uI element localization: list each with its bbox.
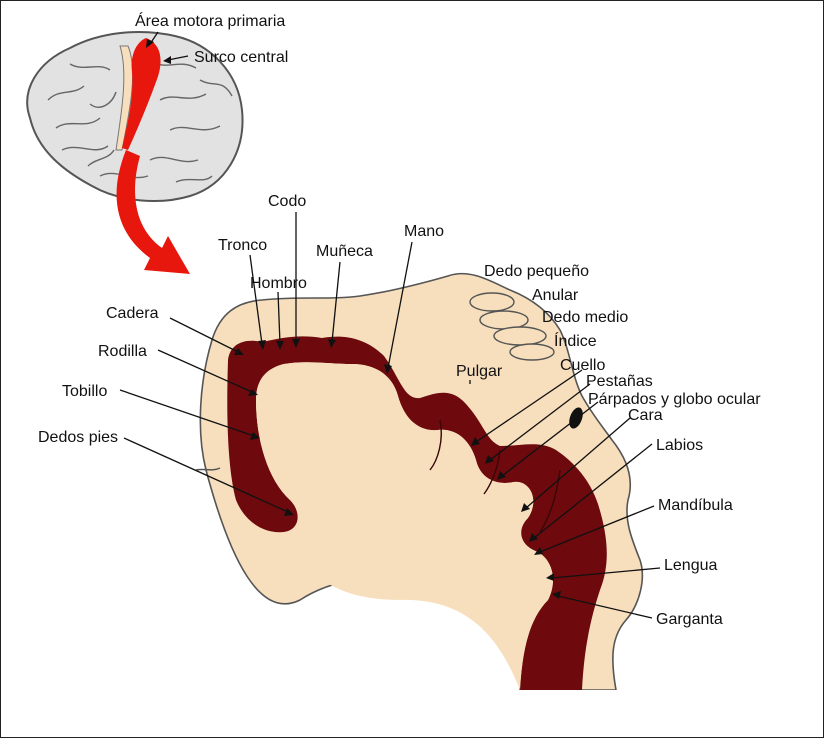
label-dedo-pequeno: Dedo pequeño bbox=[484, 263, 589, 280]
label-pulgar: Pulgar bbox=[456, 363, 503, 380]
label-labios: Labios bbox=[656, 437, 703, 454]
label-parpados: Párpados y globo ocular bbox=[588, 391, 761, 408]
label-cara: Cara bbox=[628, 407, 663, 424]
label-primary-motor-area: Área motora primaria bbox=[135, 11, 285, 30]
label-indice: Índice bbox=[554, 331, 597, 350]
label-mano: Mano bbox=[404, 223, 444, 240]
label-pestanas: Pestañas bbox=[586, 373, 653, 390]
label-mandibula: Mandíbula bbox=[658, 497, 733, 514]
label-dedos-pies: Dedos pies bbox=[38, 429, 118, 446]
label-lengua: Lengua bbox=[664, 557, 717, 574]
label-muneca: Muñeca bbox=[316, 243, 373, 260]
label-central-sulcus: Surco central bbox=[194, 49, 288, 66]
label-tobillo: Tobillo bbox=[62, 383, 107, 400]
label-garganta: Garganta bbox=[656, 611, 723, 628]
label-hombro: Hombro bbox=[250, 275, 307, 292]
label-dedo-medio: Dedo medio bbox=[542, 309, 628, 326]
label-anular: Anular bbox=[532, 287, 579, 304]
label-cuello: Cuello bbox=[560, 357, 605, 374]
label-cadera: Cadera bbox=[106, 305, 159, 322]
label-codo: Codo bbox=[268, 193, 306, 210]
label-tronco: Tronco bbox=[218, 237, 267, 254]
label-rodilla: Rodilla bbox=[98, 343, 147, 360]
